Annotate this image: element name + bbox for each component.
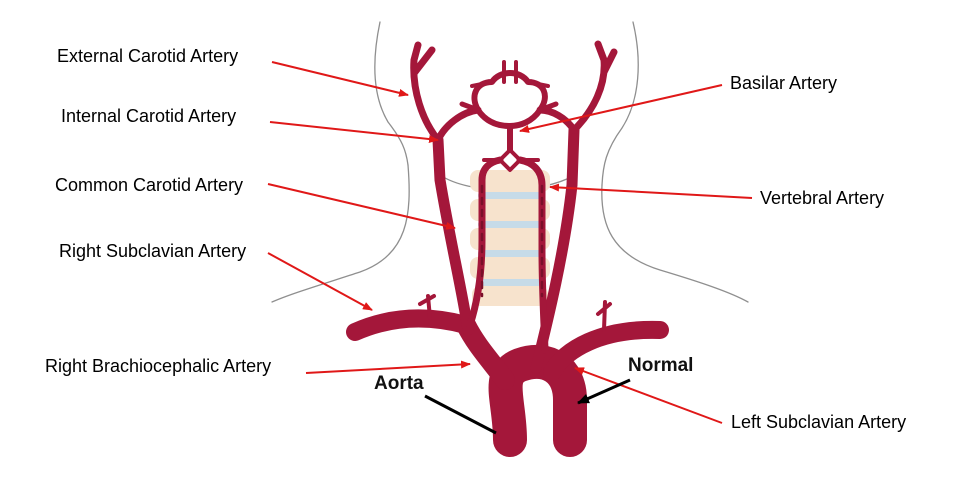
- arteries: [346, 40, 669, 457]
- left-subclavian-branch: [596, 300, 612, 332]
- right-subclavian: [346, 309, 475, 341]
- pointer-right-subclavian: [267, 252, 373, 311]
- label-internal-carotid: Internal Carotid Artery: [61, 106, 236, 126]
- pointers: [267, 61, 753, 424]
- pointer-external-carotid: [271, 61, 409, 97]
- disc: [478, 192, 544, 199]
- pointer-left-subclavian: [574, 367, 723, 424]
- caption-normal: Normal: [628, 355, 693, 376]
- left-external-carotid: [570, 40, 618, 134]
- caption-aorta: Aorta: [374, 373, 424, 394]
- circle-of-willis: [471, 70, 548, 129]
- label-vertebral: Vertebral Artery: [760, 188, 884, 208]
- label-right-subclavian: Right Subclavian Artery: [59, 241, 246, 261]
- pointer-right-brachiocephalic: [305, 360, 471, 374]
- pointer-internal-carotid: [269, 121, 439, 144]
- vertebra: [470, 228, 550, 250]
- disc: [478, 250, 544, 257]
- vertebra: [470, 257, 550, 279]
- pointer-basilar: [519, 84, 723, 133]
- anterior-cerebral-branches: [470, 60, 550, 88]
- neck-outline-right: [271, 164, 410, 303]
- label-external-carotid: External Carotid Artery: [57, 46, 238, 66]
- vertebra: [470, 170, 550, 192]
- right-common-carotid: [432, 134, 474, 336]
- posterior-cerebral-branches: [459, 101, 559, 113]
- head-outline-left: [601, 21, 639, 186]
- disc: [478, 279, 544, 286]
- pointer-common-carotid: [267, 183, 456, 230]
- left-common-carotid: [530, 124, 580, 374]
- right-external-carotid: [410, 41, 442, 144]
- label-basilar: Basilar Artery: [730, 73, 837, 93]
- vertebral-highlight: [480, 184, 544, 298]
- labels: External Carotid Artery Internal Carotid…: [45, 46, 906, 432]
- right-subclavian-branch: [418, 294, 436, 320]
- caption-aorta-arrow: [424, 394, 497, 435]
- captions: Aorta Normal: [374, 355, 693, 435]
- label-left-subclavian: Left Subclavian Artery: [731, 412, 906, 432]
- right-internal-carotid: [434, 106, 482, 144]
- cervical-spine: [470, 170, 550, 306]
- left-subclavian: [543, 320, 669, 381]
- head-outline-right: [374, 21, 409, 166]
- label-right-brachiocephalic: Right Brachiocephalic Artery: [45, 356, 271, 376]
- vertebra: [472, 286, 548, 306]
- aortic-arch: [488, 344, 587, 457]
- disc: [478, 221, 544, 228]
- pointer-vertebral: [549, 183, 753, 199]
- caption-normal-arrow: [577, 378, 631, 405]
- neck-outline-left: [601, 184, 749, 303]
- vertebra: [470, 199, 550, 221]
- label-common-carotid: Common Carotid Artery: [55, 175, 243, 195]
